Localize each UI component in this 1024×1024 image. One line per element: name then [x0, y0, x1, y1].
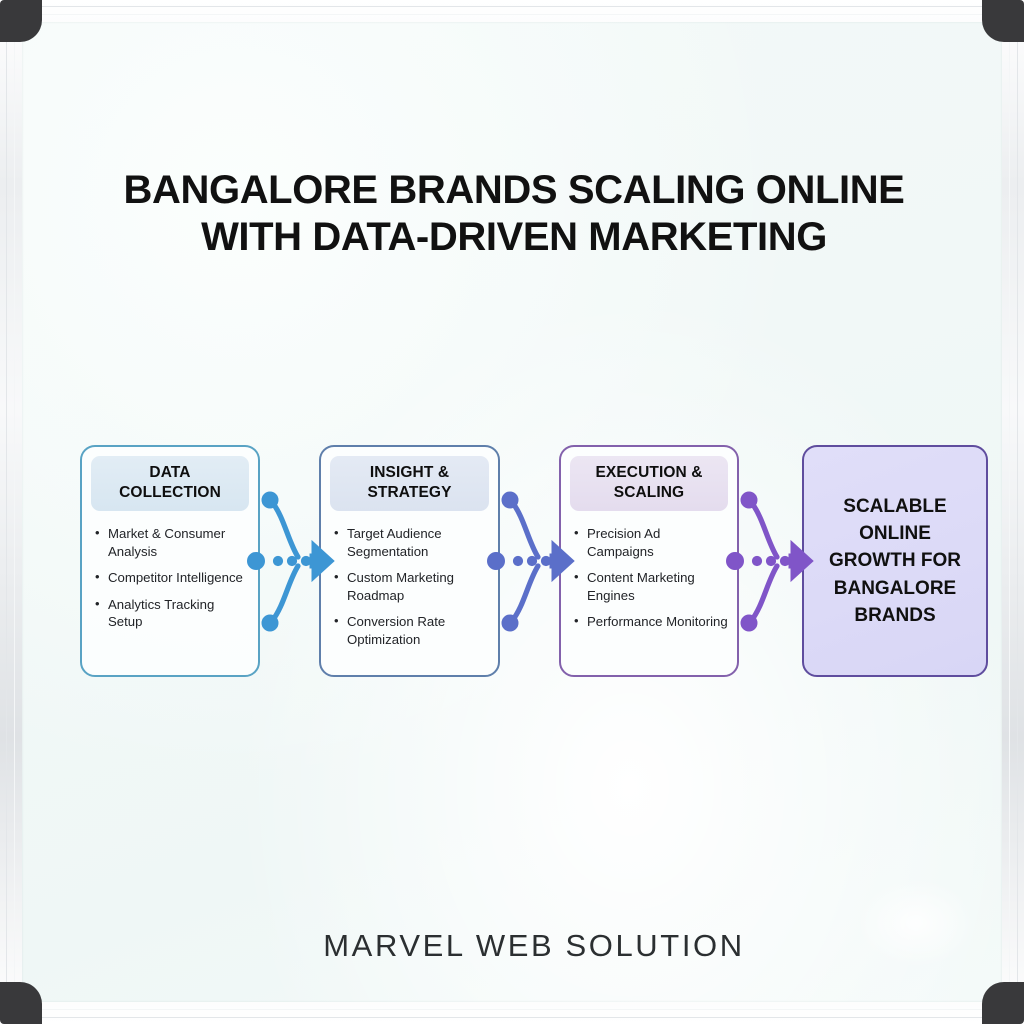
stage-header-line-2: STRATEGY	[367, 484, 452, 502]
list-item: Precision Ad Campaigns	[574, 524, 728, 560]
connector-arrow-execution-to-outcome	[726, 491, 814, 632]
list-item: Competitor Intelligence	[95, 568, 249, 587]
stage-header-line-1: EXECUTION &	[595, 464, 703, 481]
stage-header-line-1: INSIGHT &	[369, 464, 450, 481]
title-line-1: BANGALORE BRANDS SCALING ONLINE	[123, 168, 905, 212]
stage-bullet-list-insight-strategy: Target Audience Segmentation Custom Mark…	[334, 524, 489, 648]
stage-card-execution-scaling[interactable]: EXECUTION & SCALING Precision Ad Campaig…	[559, 445, 739, 677]
stage-header-line-2: SCALING	[613, 484, 685, 502]
list-item: Analytics Tracking Setup	[95, 595, 249, 631]
outcome-label: SCALABLE ONLINE GROWTH FOR BANGALORE BRA…	[829, 495, 961, 627]
list-item: Custom Marketing Roadmap	[334, 568, 489, 604]
list-item: Performance Monitoring	[574, 612, 728, 631]
stage-header-data-collection: DATA COLLECTION	[91, 456, 249, 512]
stage-header-insight-strategy: INSIGHT & STRATEGY	[330, 456, 489, 512]
page-title: BANGALORE BRANDS SCALING ONLINE WITH DAT…	[82, 167, 946, 261]
whiteboard-surface: BANGALORE BRANDS SCALING ONLINE WITH DAT…	[22, 22, 1002, 1002]
list-item: Content Marketing Engines	[574, 568, 728, 604]
title-line-2: WITH DATA-DRIVEN MARKETING	[201, 215, 827, 260]
stage-card-data-collection[interactable]: DATA COLLECTION Market & Consumer Analys…	[80, 445, 260, 677]
stage-header-execution-scaling: EXECUTION & SCALING	[570, 456, 728, 512]
connector-arrow-data-to-insight	[247, 491, 335, 632]
stage-header-line-1: DATA	[149, 464, 191, 481]
footer-brand-name: MARVEL WEB SOLUTION	[323, 928, 745, 963]
list-item: Market & Consumer Analysis	[95, 524, 249, 560]
corner-clip-top-right	[982, 0, 1024, 42]
list-item: Conversion Rate Optimization	[334, 612, 489, 648]
list-item: Target Audience Segmentation	[334, 524, 489, 560]
stage-bullet-list-execution-scaling: Precision Ad Campaigns Content Marketing…	[574, 524, 728, 631]
stage-bullet-list-data-collection: Market & Consumer Analysis Competitor In…	[95, 524, 249, 631]
corner-clip-top-left	[0, 0, 42, 42]
stage-header-line-2: COLLECTION	[119, 484, 221, 502]
corner-clip-bottom-right	[982, 982, 1024, 1024]
connector-arrow-insight-to-execution	[487, 491, 575, 632]
stage-card-insight-strategy[interactable]: INSIGHT & STRATEGY Target Audience Segme…	[319, 445, 500, 677]
outcome-card-scalable-growth[interactable]: SCALABLE ONLINE GROWTH FOR BANGALORE BRA…	[802, 445, 988, 677]
process-flow-row: DATA COLLECTION Market & Consumer Analys…	[22, 445, 1024, 680]
corner-clip-bottom-left	[0, 982, 42, 1024]
